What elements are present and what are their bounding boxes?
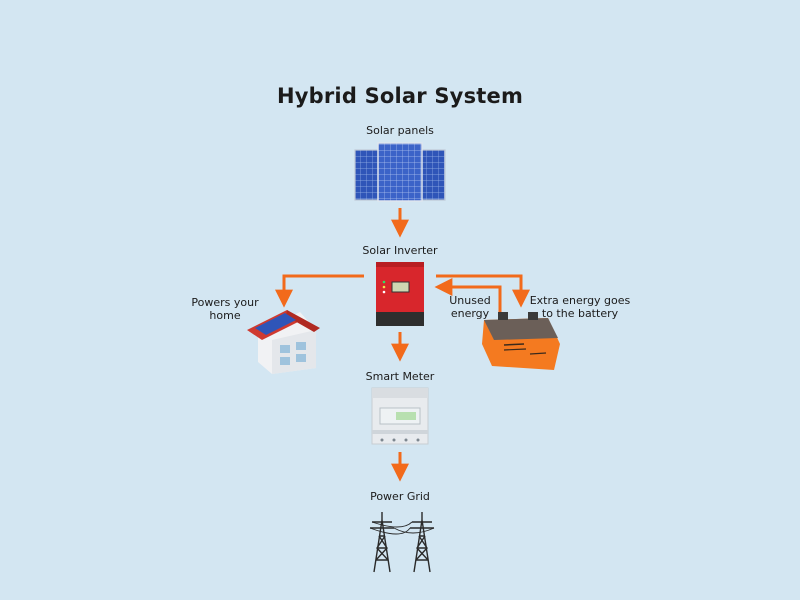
arrow-inverter-to-battery — [436, 274, 530, 308]
power-grid-label: Power Grid — [370, 490, 430, 503]
smart-meter-label: Smart Meter — [365, 370, 435, 383]
unused-energy-label-line2: energy — [450, 307, 490, 320]
battery-icon — [482, 312, 560, 370]
diagram-title: Hybrid Solar System — [276, 84, 524, 108]
house-icon — [247, 310, 320, 374]
powers-home-label-line2: home — [209, 309, 241, 322]
powers-home-label: Powers your home — [180, 296, 270, 322]
extra-energy-label: Extra energy goes to the battery — [520, 294, 640, 320]
unused-energy-label-line1: Unused — [449, 294, 491, 307]
power-grid-icon — [369, 512, 435, 573]
solar-inverter-label: Solar Inverter — [362, 244, 438, 257]
smart-meter-icon — [371, 387, 429, 445]
extra-energy-label-line2: to the battery — [541, 307, 619, 320]
arrow-inverter-to-home — [275, 274, 364, 308]
solar-panels-label: Solar panels — [366, 124, 434, 137]
solar-inverter-icon — [376, 262, 424, 326]
powers-home-label-line1: Powers your — [191, 296, 259, 309]
solar-panels-icon — [354, 142, 446, 202]
unused-energy-label: Unused energy — [440, 294, 500, 320]
arrow-battery-to-inverter — [434, 278, 502, 316]
extra-energy-label-line1: Extra energy goes — [529, 294, 631, 307]
